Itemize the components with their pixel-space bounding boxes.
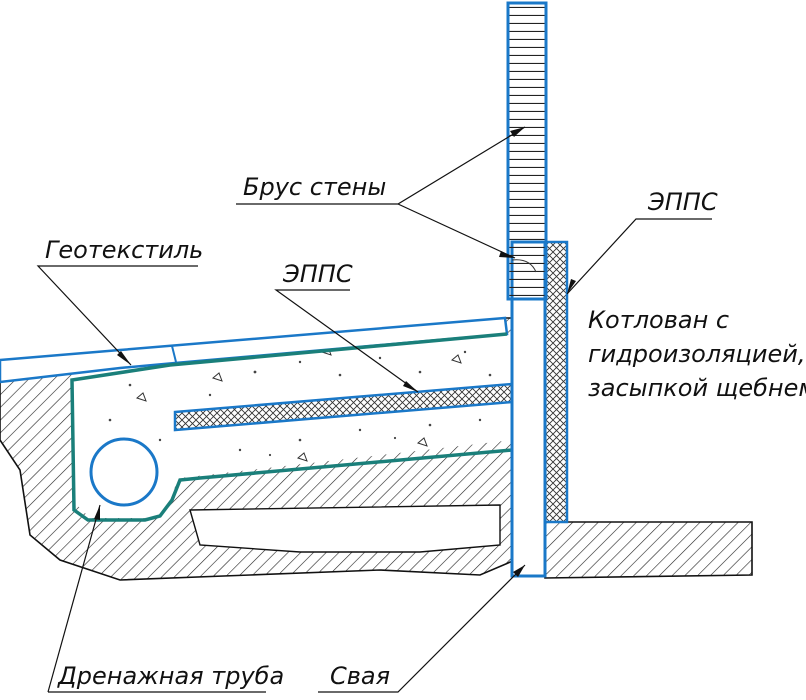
geotextile-wrap [70, 332, 546, 522]
label-pile: Свая [330, 662, 390, 690]
label-epps-right: ЭППС [647, 188, 718, 216]
epps-vertical [543, 240, 569, 524]
drain-pipe-shape [89, 437, 159, 507]
label-drain-pipe: Дренажная труба [57, 662, 284, 690]
label-beam: Брус стены [243, 173, 386, 201]
leader-lines [36, 126, 712, 693]
label-epps-middle: ЭППС [282, 260, 353, 288]
label-pit-line1: Котлован с [588, 306, 729, 334]
wall-beam [506, 1, 548, 301]
label-pit-line2: гидроизоляцией, [588, 340, 805, 368]
label-geotextile: Геотекстиль [45, 236, 203, 264]
label-pit-line3: засыпкой щебнем... [588, 374, 806, 402]
